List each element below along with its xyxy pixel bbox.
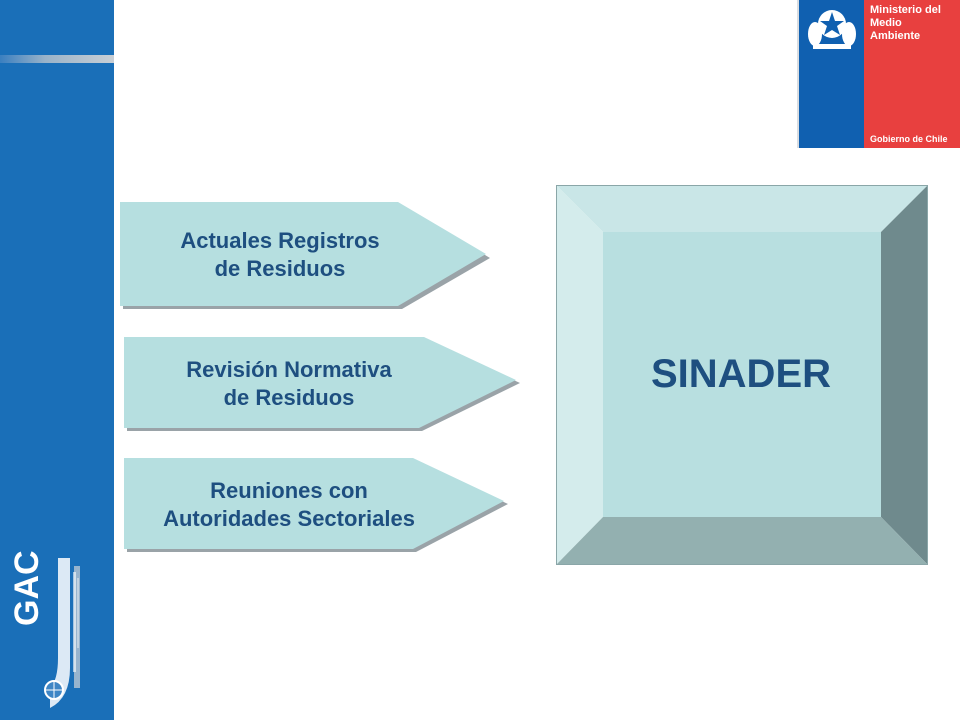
ministry-logo-red-panel: Ministerio del Medio Ambiente Gobierno d… [864,0,960,148]
gac-logo: GAC [10,550,80,708]
arrow-label: Actuales Registros de Residuos [120,200,440,310]
arrow-shape [124,458,508,552]
sidebar-stripe [0,55,114,63]
arrow-actuales-registros: Actuales Registros de Residuos [120,200,492,310]
arrow-label-line1: Reuniones con [210,478,368,503]
arrow-label-line2: de Residuos [223,385,355,410]
ministry-logo-blue-panel [797,0,864,148]
arrow-revision-normativa: Revisión Normativa de Residuos [124,336,522,432]
sinader-label: SINADER [650,352,832,396]
arrow-label-line1: Revisión Normativa [186,357,392,382]
arrow-label: Reuniones con Autoridades Sectoriales [124,457,454,553]
sinader-bevel [556,185,928,565]
government-name: Gobierno de Chile [870,134,948,144]
arrow-shape [124,337,520,431]
arrow-label: Revisión Normativa de Residuos [124,336,454,432]
arrow-label-line2: de Residuos [214,256,346,281]
gac-brand-text: GAC [10,550,46,626]
arrow-label-line2: Autoridades Sectoriales [163,506,415,531]
arrow-shape [120,202,490,309]
ministry-name: Ministerio del Medio Ambiente [870,4,941,42]
left-sidebar-band: GAC [0,0,114,720]
arrow-label-line1: Actuales Registros [180,228,380,253]
arrow-reuniones-autoridades: Reuniones con Autoridades Sectoriales [124,457,510,553]
coat-of-arms-icon [808,10,856,49]
sinader-box: SINADER [556,185,928,565]
ministry-logo: Ministerio del Medio Ambiente Gobierno d… [797,0,960,148]
